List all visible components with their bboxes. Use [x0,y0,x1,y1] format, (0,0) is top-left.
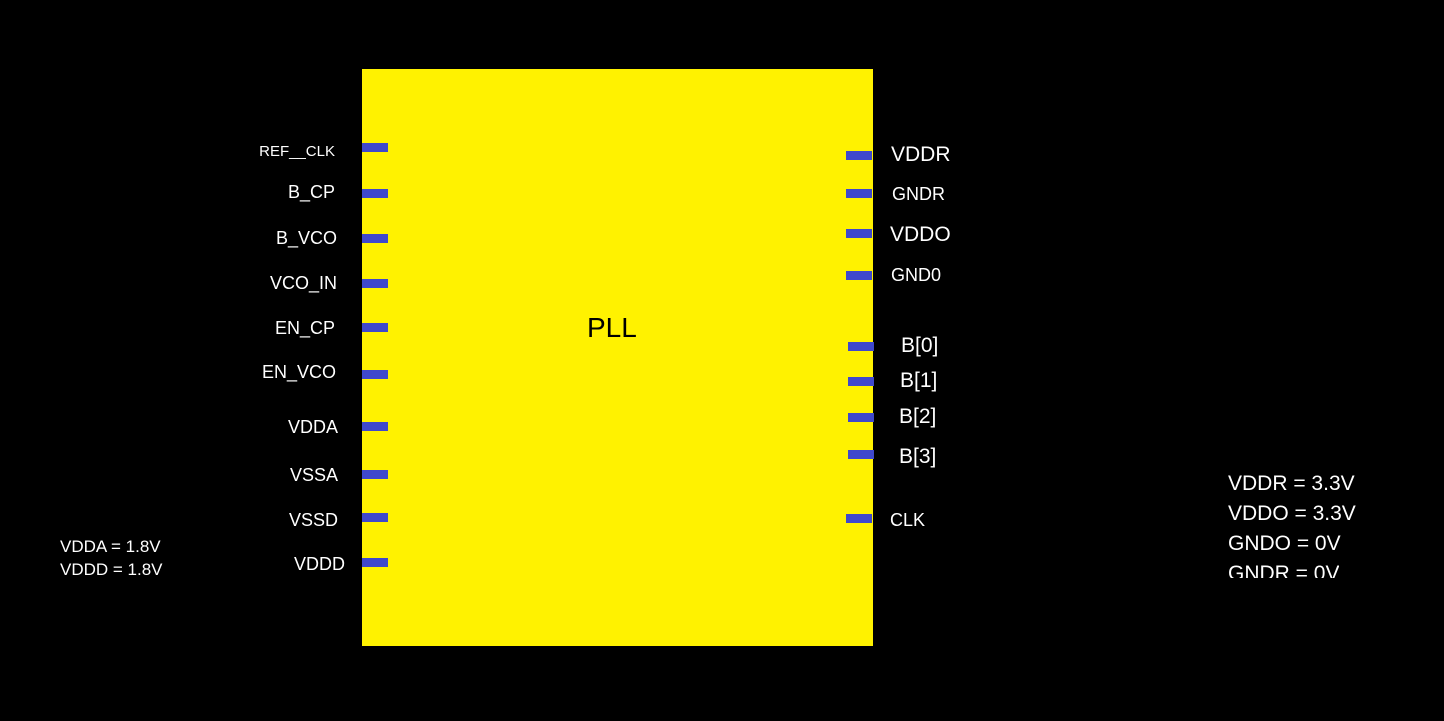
pin-en-cp [362,323,388,332]
note-vddo: VDDO = 3.3V [1228,502,1356,525]
pin-b1 [848,377,874,386]
pin-vdda [362,422,388,431]
pin-en-vco [362,370,388,379]
pin-label-b2: B[2] [899,405,937,428]
pin-vddr [846,151,872,160]
pin-label-vddo: VDDO [890,223,951,246]
pll-block [362,69,873,646]
pin-label-vddr: VDDR [891,143,951,166]
pin-vssa [362,470,388,479]
pin-label-b3: B[3] [899,445,937,468]
pin-vco-in [362,279,388,288]
block-title: PLL [587,312,637,343]
pin-label-vddd: VDDD [293,554,345,574]
pin-label-en-cp: EN_CP [274,318,335,338]
pin-label-vssa: VSSA [289,465,338,485]
pin-label-b0: B[0] [901,334,939,357]
pin-clk [846,514,872,523]
pin-label-b-vco: B_VCO [275,228,337,248]
note-vddd: VDDD = 1.8V [60,560,163,579]
pin-ref-clk [362,143,388,152]
pin-b0 [848,342,874,351]
pin-gnd0 [846,271,872,280]
pin-label-b-cp: B_CP [287,182,335,202]
pin-vddo [846,229,872,238]
pin-gndr [846,189,872,198]
pin-vssd [362,513,388,522]
pin-label-gnd0: GND0 [891,265,942,285]
pin-label-clk: CLK [890,510,926,530]
note-gndr: GNDR = 0V [1228,562,1340,578]
pin-b3 [848,450,874,459]
pin-label-ref-clk: REF__CLK [259,143,335,160]
pin-label-vdda: VDDA [287,417,338,437]
pin-b2 [848,413,874,422]
pin-label-gndr: GNDR [892,184,945,204]
pin-b-vco [362,234,388,243]
pin-label-b1: B[1] [900,369,938,392]
pin-label-vco-in: VCO_IN [269,273,337,293]
note-vdda: VDDA = 1.8V [60,537,161,556]
pin-b-cp [362,189,388,198]
pin-label-en-vco: EN_VCO [261,362,336,382]
pin-vddd [362,558,388,567]
note-gndo: GNDO = 0V [1228,532,1341,555]
pin-label-vssd: VSSD [288,510,338,530]
note-vddr: VDDR = 3.3V [1228,472,1355,495]
